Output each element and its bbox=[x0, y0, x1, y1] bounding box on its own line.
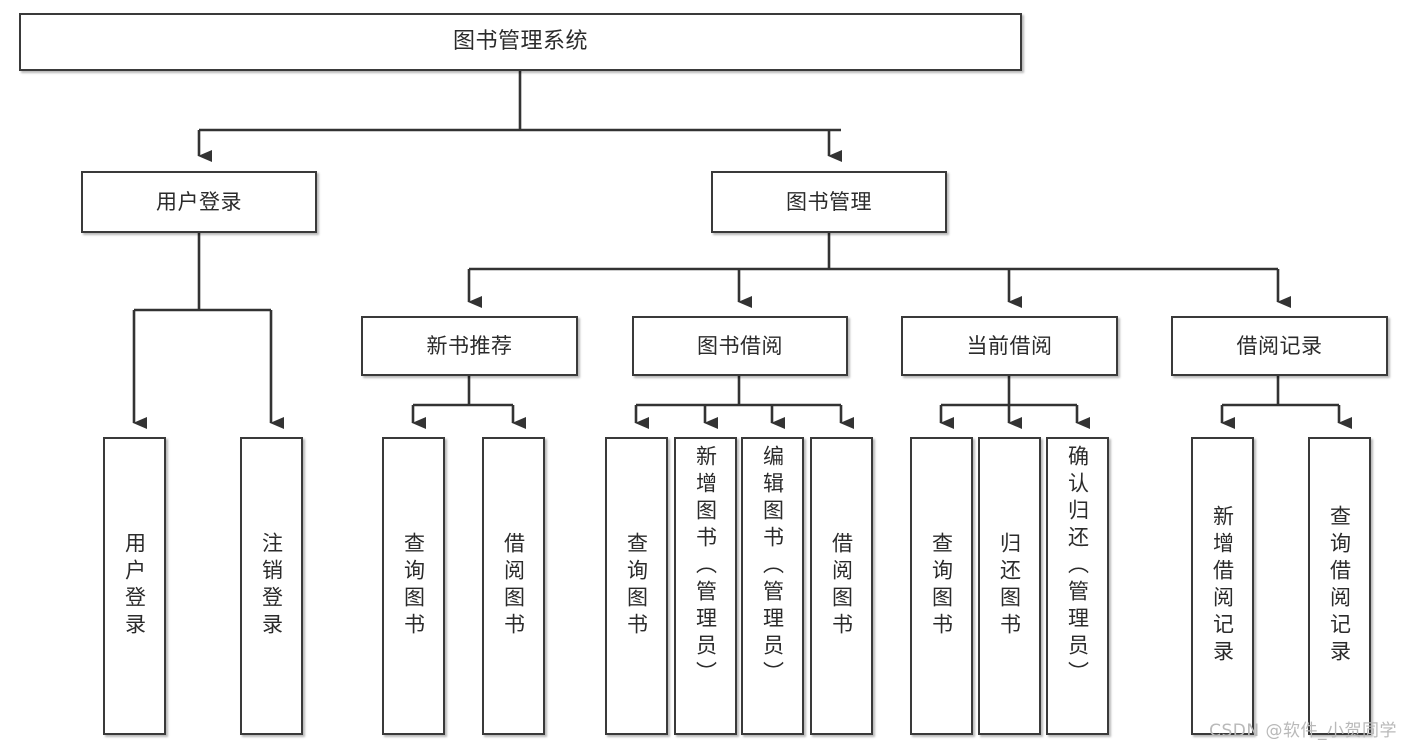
node-label: 借阅图书 bbox=[829, 532, 854, 640]
node-label: 查询图书 bbox=[929, 532, 954, 640]
node-label: 借阅记录 bbox=[1236, 333, 1323, 358]
csdn-watermark: CSDN @软件_小贺同学 bbox=[1209, 721, 1397, 741]
node-label: 借阅图书 bbox=[501, 532, 526, 640]
leaf-node-user-login[interactable]: 用户登录 bbox=[103, 437, 166, 735]
node-new-book-recommendation[interactable]: 新书推荐 bbox=[361, 316, 578, 376]
node-label: 当前借阅 bbox=[966, 333, 1053, 358]
node-label: 查询图书 bbox=[401, 532, 426, 640]
node-label: 图书管理 bbox=[786, 189, 872, 214]
leaf-node-logout[interactable]: 注销登录 bbox=[240, 437, 303, 735]
leaf-node-query-book-current[interactable]: 查询图书 bbox=[910, 437, 973, 735]
leaf-node-query-book-recommend[interactable]: 查询图书 bbox=[382, 437, 445, 735]
leaf-node-borrow-book[interactable]: 借阅图书 bbox=[810, 437, 873, 735]
leaf-node-query-borrow-record[interactable]: 查询借阅记录 bbox=[1308, 437, 1371, 735]
node-root-book-management-system[interactable]: 图书管理系统 bbox=[19, 13, 1022, 71]
node-label: 查询借阅记录 bbox=[1327, 505, 1352, 667]
leaf-node-query-book-borrow[interactable]: 查询图书 bbox=[605, 437, 668, 735]
node-label: 用户登录 bbox=[156, 189, 242, 214]
node-label: 用户登录 bbox=[122, 532, 147, 640]
node-label: 新书推荐 bbox=[426, 333, 513, 358]
leaf-node-edit-book-admin[interactable]: 编辑图书（管理员） bbox=[741, 437, 804, 735]
node-label: 注销登录 bbox=[259, 532, 284, 640]
node-label: 编辑图书（管理员） bbox=[760, 445, 785, 688]
node-current-borrowing[interactable]: 当前借阅 bbox=[901, 316, 1118, 376]
node-user-login[interactable]: 用户登录 bbox=[81, 171, 317, 233]
node-borrowing-record[interactable]: 借阅记录 bbox=[1171, 316, 1388, 376]
node-label: 归还图书 bbox=[997, 532, 1022, 640]
node-label: 确认归还（管理员） bbox=[1065, 445, 1090, 688]
node-label: 图书借阅 bbox=[697, 333, 783, 358]
leaf-node-return-book[interactable]: 归还图书 bbox=[978, 437, 1041, 735]
node-label: 查询图书 bbox=[624, 532, 649, 640]
node-book-management[interactable]: 图书管理 bbox=[711, 171, 947, 233]
leaf-node-confirm-return-admin[interactable]: 确认归还（管理员） bbox=[1046, 437, 1109, 735]
leaf-node-add-borrow-record[interactable]: 新增借阅记录 bbox=[1191, 437, 1254, 735]
node-book-borrowing[interactable]: 图书借阅 bbox=[632, 316, 848, 376]
node-label: 新增借阅记录 bbox=[1210, 505, 1235, 667]
node-label: 新增图书（管理员） bbox=[693, 445, 718, 688]
leaf-node-add-book-admin[interactable]: 新增图书（管理员） bbox=[674, 437, 737, 735]
leaf-node-borrow-book-recommend[interactable]: 借阅图书 bbox=[482, 437, 545, 735]
node-label: 图书管理系统 bbox=[452, 29, 588, 55]
